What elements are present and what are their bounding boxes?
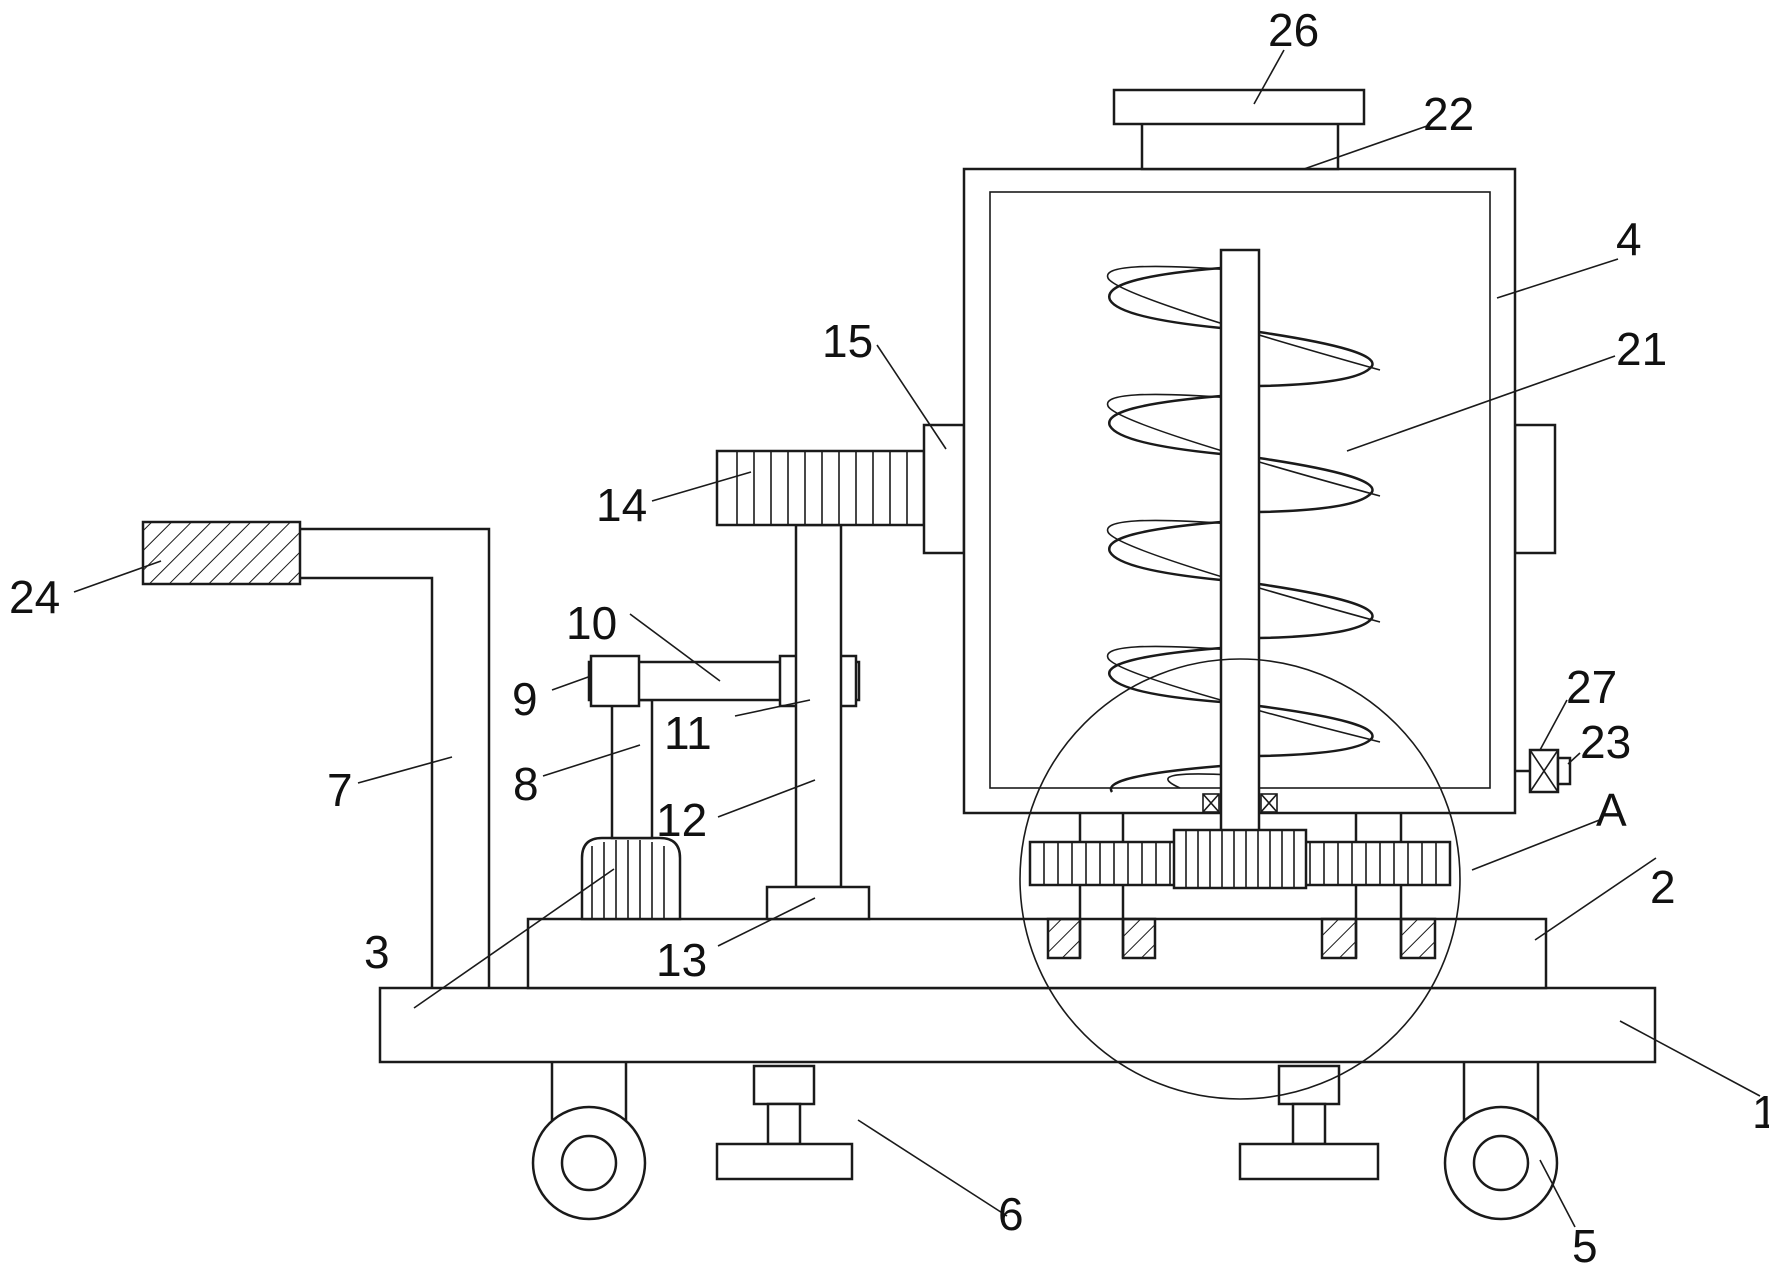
label-1: 1 <box>1752 1086 1769 1138</box>
helical-ribbon-back <box>1106 265 1381 789</box>
pulley-left <box>589 654 641 708</box>
label-23: 23 <box>1580 716 1631 768</box>
shaft-bearing-marks <box>1202 793 1278 813</box>
bearing-seat <box>765 885 871 921</box>
gear-bearing-blocks <box>1046 917 1437 960</box>
helical-ribbon <box>1108 266 1374 793</box>
vertical-shaft <box>794 523 843 889</box>
label-8: 8 <box>513 758 539 810</box>
label-12: 12 <box>656 794 707 846</box>
base-plate <box>378 986 1657 1064</box>
label-9: 9 <box>512 673 538 725</box>
side-bearing-right <box>1513 423 1557 555</box>
label-24: 24 <box>9 571 60 623</box>
handle-grip <box>141 520 302 586</box>
label-A: A <box>1596 784 1627 836</box>
center-gear <box>1172 828 1308 890</box>
stirring-shaft <box>1219 248 1261 867</box>
label-11: 11 <box>664 707 712 759</box>
leader-lines <box>73 49 1761 1228</box>
discharge-outlet <box>1556 756 1572 786</box>
label-22: 22 <box>1423 88 1474 140</box>
discharge-valve <box>1528 748 1560 794</box>
detail-circle-a <box>1019 658 1461 1100</box>
label-26: 26 <box>1268 4 1319 56</box>
label-14: 14 <box>596 479 647 531</box>
support-foot-right <box>1238 1064 1380 1181</box>
label-3: 3 <box>364 926 390 978</box>
side-bearing-left <box>922 423 966 555</box>
push-handle <box>300 527 491 988</box>
label-27: 27 <box>1566 661 1617 713</box>
label-2: 2 <box>1650 861 1676 913</box>
wheel-left <box>531 1062 647 1221</box>
label-13: 13 <box>656 934 707 986</box>
platform <box>526 917 1548 990</box>
label-21: 21 <box>1616 323 1667 375</box>
motor <box>580 836 682 921</box>
label-10: 10 <box>566 597 617 649</box>
support-foot-left <box>715 1064 854 1181</box>
wheel-right <box>1443 1062 1559 1221</box>
motor-shaft <box>610 698 654 840</box>
label-15: 15 <box>822 315 873 367</box>
inlet-cover <box>1112 88 1366 126</box>
gear-14 <box>715 449 926 527</box>
label-5: 5 <box>1572 1220 1598 1267</box>
label-6: 6 <box>998 1188 1024 1240</box>
label-4: 4 <box>1616 213 1642 265</box>
label-7: 7 <box>327 764 353 816</box>
